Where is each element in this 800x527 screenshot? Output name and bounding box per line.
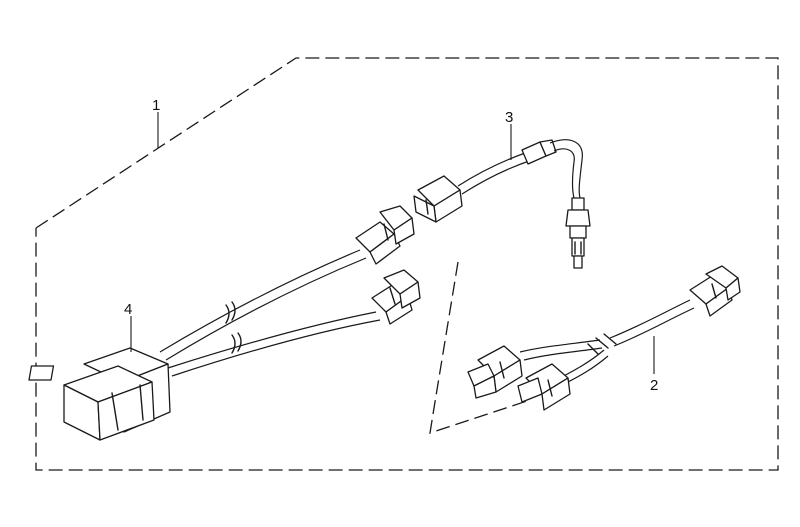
subassembly-boundary	[429, 261, 531, 434]
callout-2: 2	[650, 377, 658, 394]
main-harness	[159, 249, 381, 377]
callout-4: 4	[124, 301, 132, 318]
control-unit	[28, 347, 171, 441]
oxygen-sensor	[413, 139, 591, 269]
callout-3: 3	[505, 109, 513, 126]
y-harness	[467, 265, 741, 411]
callout-1: 1	[152, 97, 160, 114]
harness-connector-lower	[371, 269, 421, 325]
harness-connector-upper	[355, 205, 415, 265]
assembly-outline	[35, 57, 779, 471]
